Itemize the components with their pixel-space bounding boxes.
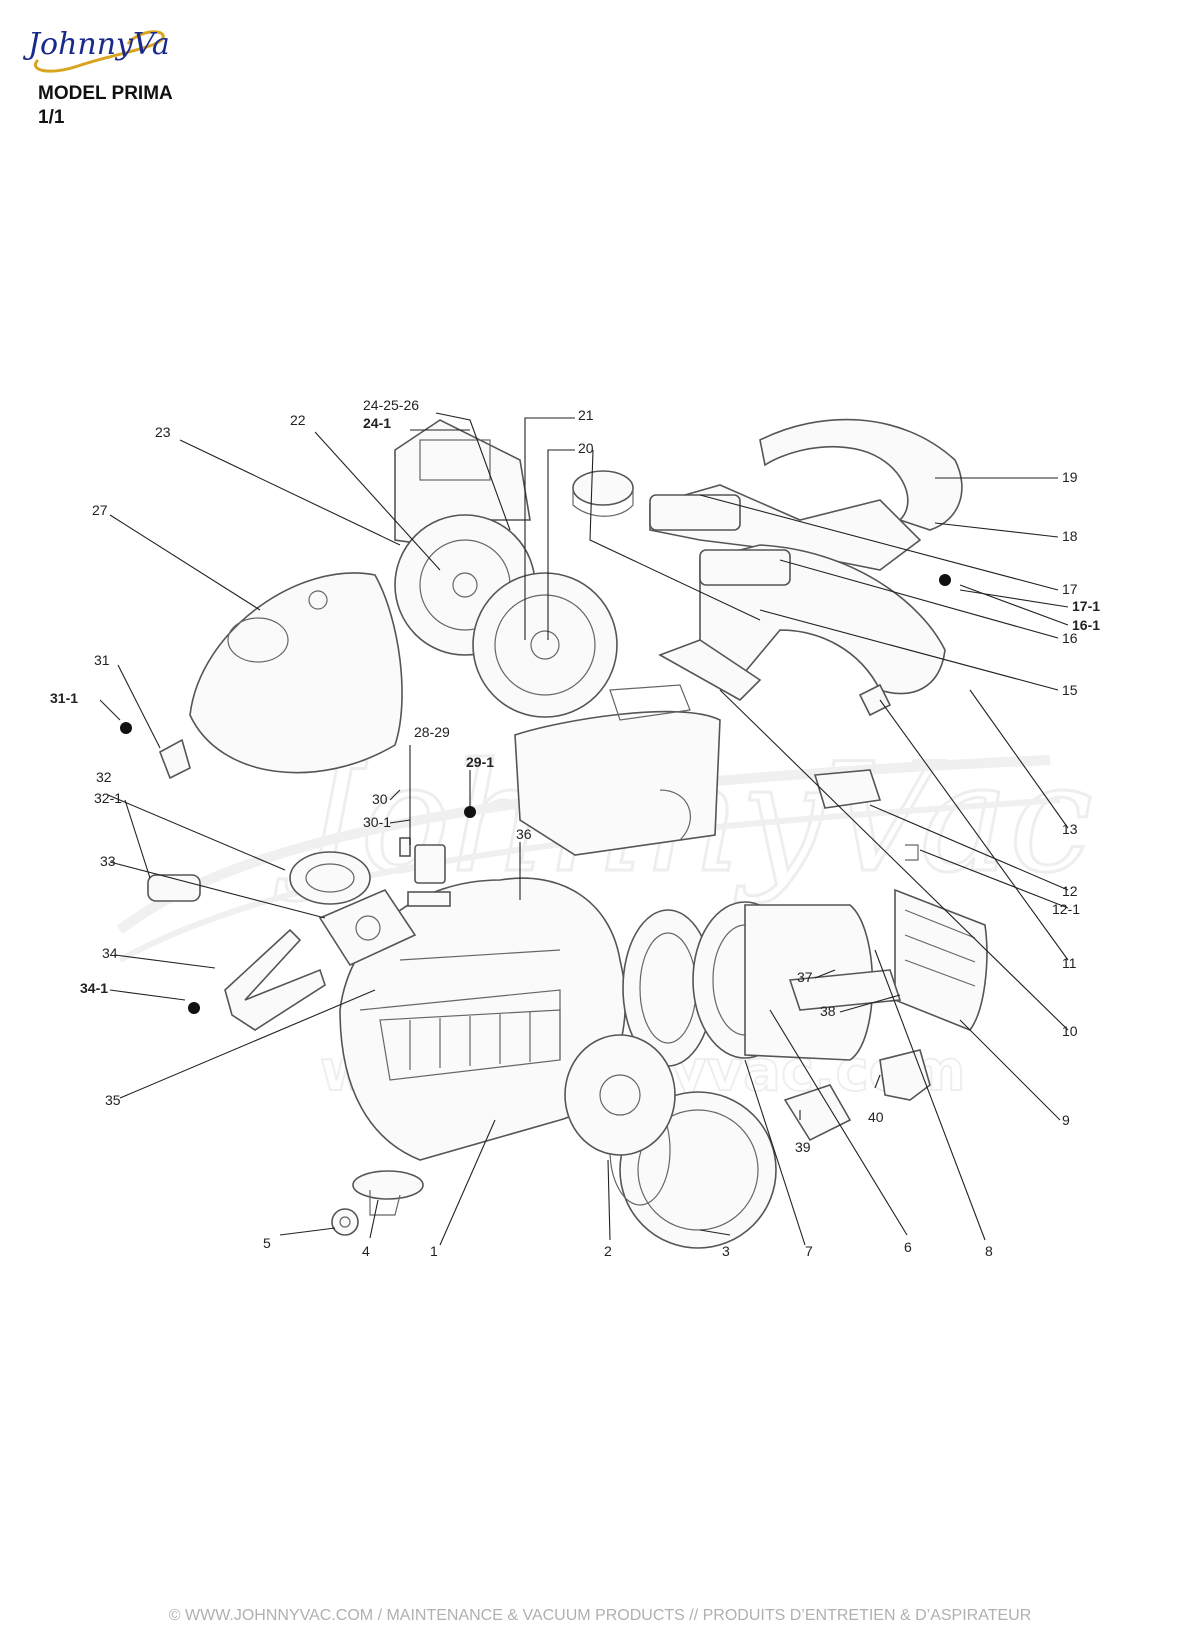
label-31: 31 <box>94 652 110 668</box>
part-labels: 24-25-26 24-1 21 20 22 23 27 19 18 17 17… <box>50 397 1100 1259</box>
label-34-1: 34-1 <box>80 980 108 996</box>
part-cap-20 <box>572 470 634 517</box>
johnnyvac-logo: JohnnyVac <box>22 27 168 73</box>
part-latch-28-29 <box>399 837 451 907</box>
leader-lines <box>99 412 1069 1246</box>
part-filter-holder-back <box>394 419 531 546</box>
label-29-1: 29-1 <box>466 754 494 770</box>
label-15: 15 <box>1062 682 1078 698</box>
part-filter-37-38 <box>788 969 902 1011</box>
label-11: 11 <box>1062 955 1077 971</box>
part-wheel-assembly <box>564 1034 676 1156</box>
label-17-1: 17-1 <box>1072 598 1100 614</box>
part-clip-39 <box>783 1084 852 1142</box>
part-caster-4 <box>352 1170 424 1216</box>
label-35: 35 <box>105 1092 121 1108</box>
label-8: 8 <box>985 1243 993 1259</box>
label-30-1: 30-1 <box>363 814 391 830</box>
page-number: 1/1 <box>38 107 65 128</box>
label-33: 33 <box>100 853 116 869</box>
model-title: MODEL PRIMA <box>38 83 173 104</box>
label-12: 12 <box>1062 883 1078 899</box>
label-38: 38 <box>820 1003 836 1019</box>
label-10: 10 <box>1062 1023 1078 1039</box>
label-24-1: 24-1 <box>363 415 391 431</box>
part-bracket-10 <box>658 639 762 701</box>
part-reel-disc-21 <box>472 572 618 718</box>
part-clip-11 <box>858 683 892 717</box>
label-27: 27 <box>92 502 108 518</box>
label-36: 36 <box>516 826 532 842</box>
part-grille-35 <box>379 1009 561 1081</box>
label-30: 30 <box>372 791 388 807</box>
label-18: 18 <box>1062 528 1078 544</box>
part-frame-36 <box>514 684 721 856</box>
label-5: 5 <box>263 1235 271 1251</box>
label-7: 7 <box>805 1243 813 1259</box>
label-31-1: 31-1 <box>50 690 78 706</box>
part-bag-33 <box>318 889 417 967</box>
model-header: MODEL PRIMA 1/1 <box>38 82 173 130</box>
label-9: 9 <box>1062 1112 1070 1128</box>
label-40: 40 <box>868 1109 884 1125</box>
label-21: 21 <box>578 407 594 423</box>
reference-dots <box>120 574 951 1014</box>
label-32-1: 32-1 <box>94 790 122 806</box>
part-wheel-5 <box>331 1208 359 1236</box>
label-3: 3 <box>722 1243 730 1259</box>
part-latch-31 <box>159 738 191 780</box>
label-2: 2 <box>604 1243 612 1259</box>
part-buttons-16-17 <box>649 494 791 586</box>
dot-16-1-17-1 <box>939 574 951 586</box>
label-20: 20 <box>578 440 594 456</box>
label-22: 22 <box>290 412 306 428</box>
label-16-1: 16-1 <box>1072 617 1100 633</box>
dot-34-1 <box>188 1002 200 1014</box>
part-filter-cover-9 <box>894 888 988 1031</box>
label-23: 23 <box>155 424 171 440</box>
label-34: 34 <box>102 945 118 961</box>
label-17: 17 <box>1062 581 1078 597</box>
label-39: 39 <box>795 1139 811 1155</box>
dot-29-1 <box>464 806 476 818</box>
label-24-25-26: 24-25-26 <box>363 397 419 413</box>
label-4: 4 <box>362 1243 370 1259</box>
label-28-29: 28-29 <box>414 724 450 740</box>
logo-script-text: JohnnyVac <box>22 27 168 62</box>
part-arm-34 <box>224 928 326 1031</box>
label-6: 6 <box>904 1239 912 1255</box>
part-handle-19 <box>759 418 963 531</box>
label-19: 19 <box>1062 469 1078 485</box>
label-13: 13 <box>1062 821 1078 837</box>
label-1: 1 <box>430 1243 438 1259</box>
label-32: 32 <box>96 769 112 785</box>
part-lid <box>189 572 403 774</box>
label-12-1: 12-1 <box>1052 901 1080 917</box>
footer-copyright: © WWW.JOHNNYVAC.COM / MAINTENANCE & VACU… <box>168 1607 1032 1624</box>
part-bag-holder-32 <box>289 851 371 905</box>
dot-31-1 <box>120 722 132 734</box>
label-16: 16 <box>1062 630 1078 646</box>
label-37: 37 <box>797 969 813 985</box>
